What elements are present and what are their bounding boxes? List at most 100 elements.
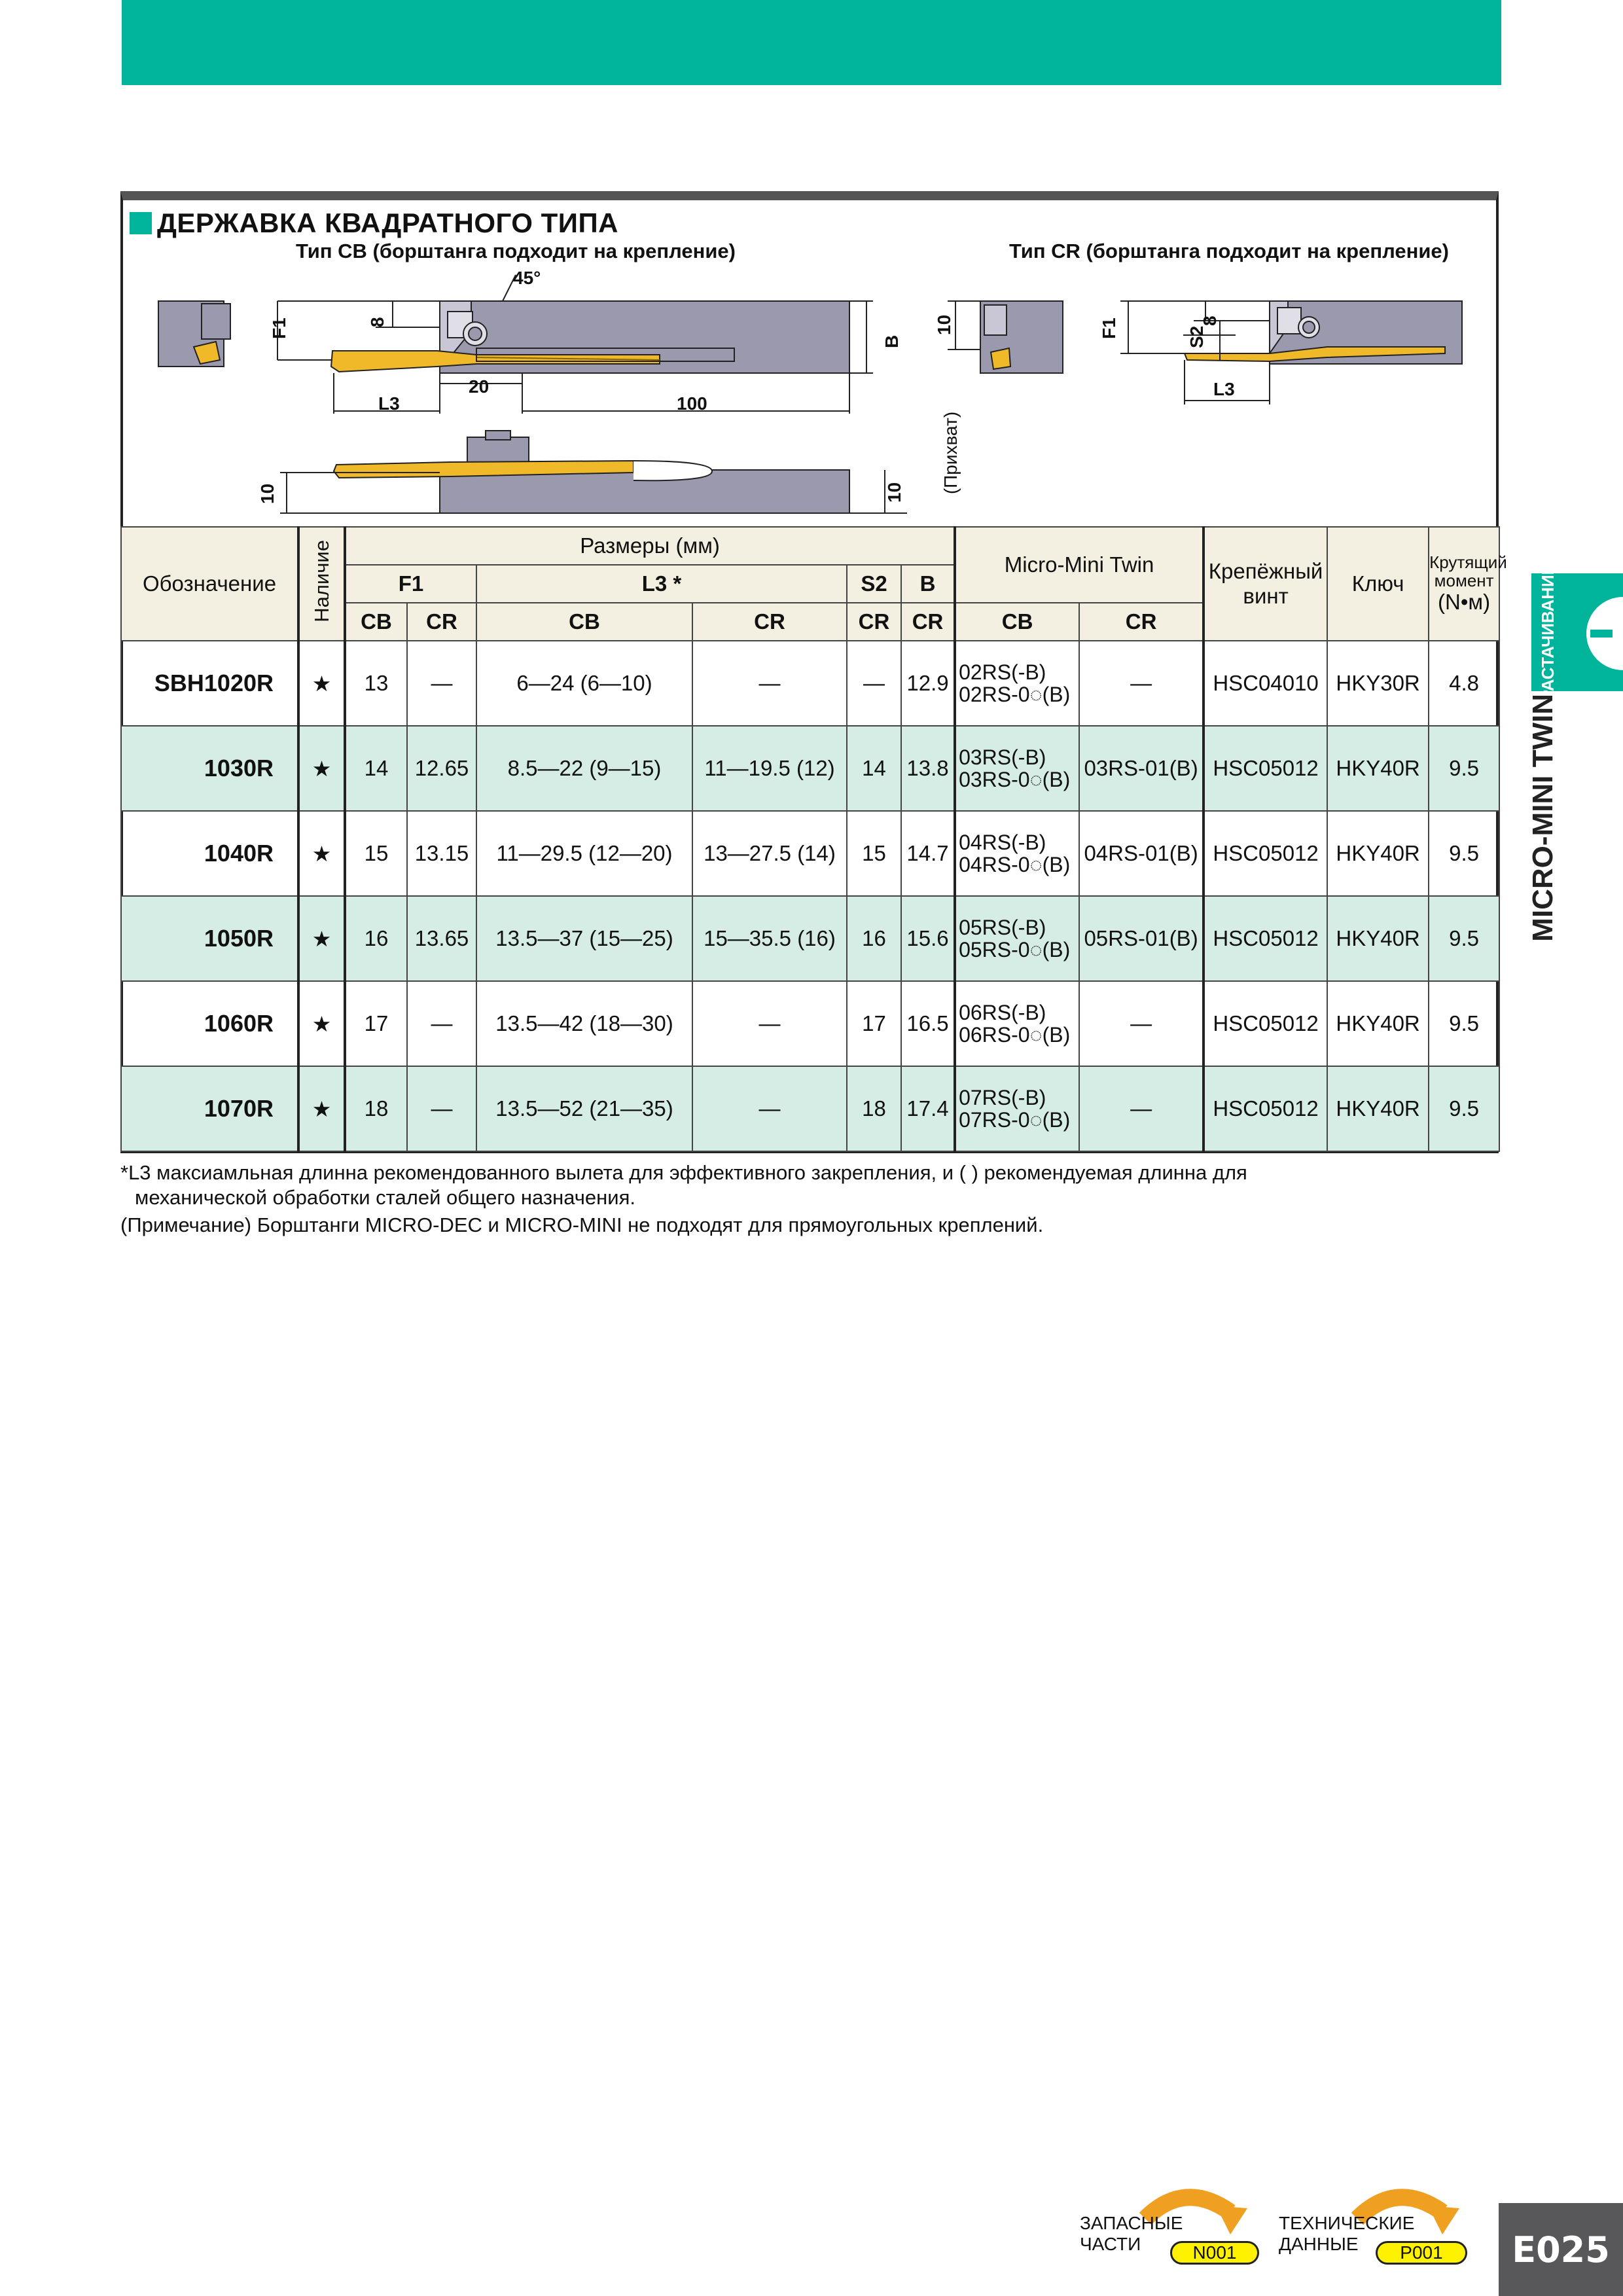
cell-designation: 1060R [120, 980, 300, 1067]
table-row: 1030R ★ 14 12.65 8.5—22 (9—15) 11—19.5 (… [120, 725, 1501, 812]
dim-8-cr: 8 [1200, 315, 1220, 326]
twin-cb-line2: 04RS-0◌(B) [959, 853, 1071, 876]
cell-key: HKY40R [1327, 810, 1430, 897]
side-category-text: РАСТАЧИВАНИЕ [1537, 563, 1558, 702]
twin-cb-line2: 03RS-0◌(B) [959, 768, 1071, 791]
cell-f1-cr: 13.15 [406, 810, 477, 897]
cell-designation: 1030R [120, 725, 300, 812]
note-l3-line1: *L3 максиамльная длинна рекомендованного… [120, 1161, 1247, 1184]
cell-f1-cb: 13 [344, 640, 408, 726]
twin-cb-line1: 05RS(-B) [959, 916, 1046, 939]
cell-f1-cr: — [406, 640, 477, 726]
table-row: 1060R ★ 17 — 13.5—42 (18—30) — 17 16.5 0… [120, 980, 1501, 1067]
header-torque-unit: (N•м) [1438, 590, 1491, 614]
cell-s2: — [846, 640, 902, 726]
cell-screw: HSC04010 [1203, 640, 1329, 726]
subtitle-cr: Тип CR (борштанга подходит на крепление) [1009, 240, 1449, 262]
cell-b: 15.6 [900, 895, 957, 982]
cell-key: HKY40R [1327, 895, 1430, 982]
cell-torque: 9.5 [1428, 725, 1501, 812]
cell-designation: SBH1020R [120, 640, 300, 726]
cell-screw: HSC05012 [1203, 1066, 1329, 1152]
cell-l3-cr: 11—19.5 (12) [692, 725, 847, 812]
cell-l3-cr: 13—27.5 (14) [692, 810, 847, 897]
dim-l3-cb: L3 [378, 393, 400, 414]
page-number: E025 [1499, 2203, 1623, 2296]
cell-designation: 1040R [120, 810, 300, 897]
section-title: ДЕРЖАВКА КВАДРАТНОГО ТИПА [130, 207, 618, 240]
title-square-icon [130, 212, 152, 234]
dim-10-bottom-right: 10 [884, 482, 904, 503]
cell-key: HKY40R [1327, 1066, 1430, 1152]
cell-b: 12.9 [900, 640, 957, 726]
cell-twin-cb: 06RS(-B)06RS-0◌(B) [954, 980, 1080, 1067]
boring-icon [1586, 597, 1623, 670]
cell-l3-cb: 13.5—37 (15—25) [476, 895, 693, 982]
cell-l3-cb: 6—24 (6—10) [476, 640, 693, 726]
cell-torque: 4.8 [1428, 640, 1501, 726]
side-category: РАСТАЧИВАНИЕ [1531, 564, 1564, 701]
cell-stock: ★ [298, 895, 346, 982]
twin-cb-line1: 07RS(-B) [959, 1086, 1046, 1109]
cell-b: 17.4 [900, 1066, 957, 1152]
cell-screw: HSC05012 [1203, 810, 1329, 897]
dim-b: B [882, 335, 902, 348]
clamp-label: (Прихват) [940, 412, 961, 494]
cell-torque: 9.5 [1428, 810, 1501, 897]
subtitle-cb: Тип CB (борштанга подходит на крепление) [296, 240, 736, 262]
cell-screw: HSC05012 [1203, 980, 1329, 1067]
dim-10-bottom: 10 [257, 484, 277, 504]
tech-label-1: ТЕХНИЧЕСКИЕ [1279, 2213, 1415, 2233]
twin-cb-line2: 07RS-0◌(B) [959, 1108, 1071, 1132]
header-dims: Размеры (мм) [344, 526, 957, 565]
cell-b: 13.8 [900, 725, 957, 812]
header-f1-cr: CR [406, 602, 477, 641]
header-l3: L3 * [476, 564, 847, 603]
cell-s2: 17 [846, 980, 902, 1067]
cell-twin-cr: — [1079, 1066, 1205, 1152]
cell-screw: HSC05012 [1203, 895, 1329, 982]
cell-key: HKY40R [1327, 725, 1430, 812]
header-twin-cb: CB [954, 602, 1080, 641]
tech-ref-badge[interactable]: P001 [1376, 2241, 1467, 2265]
twin-cb-line2: 06RS-0◌(B) [959, 1023, 1071, 1047]
cell-s2: 18 [846, 1066, 902, 1152]
section-title-text: ДЕРЖАВКА КВАДРАТНОГО ТИПА [157, 207, 619, 238]
cell-f1-cb: 16 [344, 895, 408, 982]
twin-cb-line1: 06RS(-B) [959, 1001, 1046, 1024]
cell-twin-cb: 07RS(-B)07RS-0◌(B) [954, 1066, 1080, 1152]
cell-b: 14.7 [900, 810, 957, 897]
cell-torque: 9.5 [1428, 1066, 1501, 1152]
header-f1-cb: CB [344, 602, 408, 641]
cell-twin-cb: 05RS(-B)05RS-0◌(B) [954, 895, 1080, 982]
cell-stock: ★ [298, 980, 346, 1067]
technical-drawing: 45° F1 8 L3 20 100 B 10 10 10 F1 8 S2 L3… [158, 268, 1463, 514]
dim-100: 100 [677, 393, 707, 414]
cell-f1-cr: 12.65 [406, 725, 477, 812]
cell-stock: ★ [298, 725, 346, 812]
spec-table: Обозначение Наличие Размеры (мм) Micro-M… [120, 526, 1507, 1152]
cell-l3-cb: 13.5—52 (21—35) [476, 1066, 693, 1152]
header-stock-text: Наличие [310, 540, 333, 622]
twin-cb-line2: 02RS-0◌(B) [959, 683, 1071, 706]
cell-l3-cb: 13.5—42 (18—30) [476, 980, 693, 1067]
cell-twin-cr: 04RS-01(B) [1079, 810, 1205, 897]
header-s2: S2 [846, 564, 902, 603]
spare-ref-badge[interactable]: N001 [1170, 2241, 1259, 2265]
cell-designation: 1070R [120, 1066, 300, 1152]
tech-label-2: ДАННЫЕ [1279, 2234, 1359, 2254]
header-key: Ключ [1327, 526, 1430, 641]
dim-s2-cr: S2 [1186, 326, 1207, 348]
cell-twin-cr: — [1079, 640, 1205, 726]
cell-f1-cr: 13.65 [406, 895, 477, 982]
twin-cb-line2: 05RS-0◌(B) [959, 938, 1071, 961]
dim-10-cr-end: 10 [934, 315, 954, 335]
header-b: B [900, 564, 957, 603]
cell-twin-cr: 05RS-01(B) [1079, 895, 1205, 982]
cell-screw: HSC05012 [1203, 725, 1329, 812]
cell-l3-cr: — [692, 1066, 847, 1152]
header-designation: Обозначение [120, 526, 300, 641]
twin-cb-line1: 03RS(-B) [959, 745, 1046, 769]
header-l3-cb: CB [476, 602, 693, 641]
dim-angle: 45° [513, 268, 541, 288]
